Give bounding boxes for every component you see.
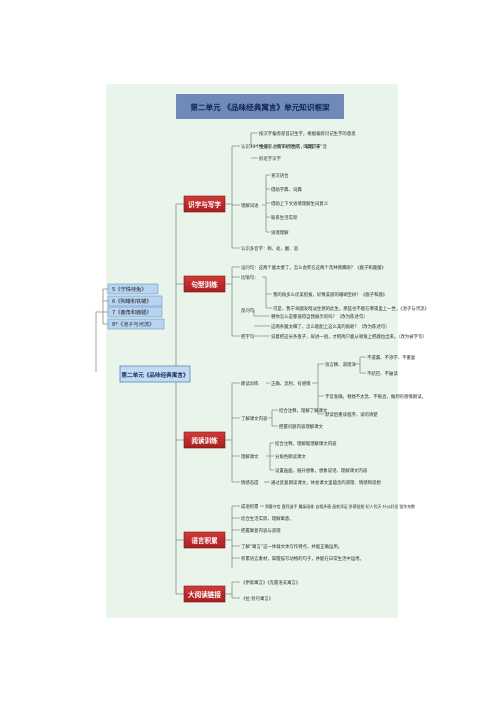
leaf-text: 联系生活实际 [271,214,298,221]
literacy-branch [225,145,240,249]
leaf-text: 把字句 [241,333,255,340]
leaf-text: 结合注释，理解能理解课文内容 [275,440,337,447]
leaf-text: 设置画面，展开想象，想象说话，理解课文内容 [275,467,368,474]
leaf-text: 郑重守信 鹿死谁手 雕梁画栋 自相矛盾 画蛇添足 卧薪尝胆 杞人忧天 叶公好龙 … [265,504,415,509]
map-background [106,84,398,618]
lesson-item: 7《鹿角和鹿腿》 [112,308,152,316]
center-node [119,365,191,383]
page-title: 第二单元 《品味经典寓言》单元知识框架 [190,102,330,112]
leaf-text: 《拉·封丹寓言》 [241,595,273,602]
sentence-branch [225,266,240,337]
center-connector [95,311,103,372]
extended-reading-branch [225,581,240,599]
leaf-text: 把握问题内容理解课文 [279,423,324,430]
leaf-text: 通过反复朗读课文，体会课文里蕴含的道理、情感和思想 [271,479,381,486]
leaf-text: 字音准确，顿挫不太急，不拖沓，做到有感情朗读。 [325,393,426,400]
section-headers: 识字与写字 句型训练 阅读训练 语言积累 大阅读链接 [183,195,226,603]
lesson-list: 5《守株待兔》 6《陶罐和铁罐》 7《鹿角和鹿腿》 8*《池子与河流》 [107,283,165,330]
section-label: 句型训练 [191,280,218,289]
leaf-text: 《伊索寓言》《克雷洛夫寓言》 [241,579,300,586]
leaf-text: 不遗漏、不添字、不重复 [367,354,416,361]
section-label: 大阅读链接 [188,590,221,599]
leaf-text: 设问句：这两个鹿太傻了，怎么会死在这两个荒林侧鹰呢？《鹿子和鹿腿》 [241,264,386,271]
leaf-text: 理解课文 [241,453,259,460]
leaf-text: 正确、流利、有感情 [271,380,311,387]
leaf-text: 借助上下文语境理解生词意义 [271,200,329,207]
section-label: 语言积累 [191,536,218,545]
leaf-text: 我的角多么优美挺拔，好像美丽的珊瑚宝树！《鹿子和鹿》 [273,291,387,298]
leaf-texts: 认识33个生字，会写33个生字，掌握“末”音 按汉字偏旁部首记生字，根据偏旁识记… [241,130,429,602]
leaf-text: 认识多音字：称、处、翻、恶 [241,245,299,252]
leaf-text: 借助字典、词典 [271,186,302,193]
connector-lines [95,132,366,599]
leaf-text: 了解课文内容 [241,415,268,422]
leaf-text: 结合生活实际，理解寓意。 [241,515,294,522]
leaf-text: 这两条腿太细了，怎么能配上这么美的角呢？（改为陈述句） [271,323,390,330]
leaf-text: 认识33个生字，会写33个生字，掌握“末”音 [241,143,328,150]
leaf-text: 了解“寓言”这一体裁文体写作特点，并能正确运用。 [241,543,342,550]
leaf-text: 理解词语 [241,202,259,209]
leaf-text: 把握寓意内容与道理 [241,527,281,534]
reading-branch [225,382,240,483]
leaf-text: 形近字识字 [259,155,282,162]
lesson-item: 5《守株待兔》 [112,285,146,293]
title-banner [176,94,344,119]
leaf-text: 语境理解 [271,229,289,236]
leaf-text: 积累语言素材，掌握描写动物的句子，并能在日常生活中运用。 [241,555,364,562]
leaf-text: 不结巴、不破读 [367,370,398,377]
leaf-text: 查汉语合 [271,172,289,179]
language-branch [225,505,240,568]
lesson-item: 8*《池子与河流》 [112,320,154,328]
leaf-text: 分角色朗读课文 [275,453,306,460]
leaf-text: 换偏旁、换字组新词，归类识字 [259,143,321,150]
leaf-text: 成语积累 [241,503,259,510]
leaf-text: 按汉字偏旁部首记生字，根据偏旁识记生字的意思 [259,130,356,137]
section-label: 识字与写字 [188,200,221,209]
leaf-text: 哪你怎么是都值得自我展示的吗？（改为陈述句） [271,313,368,320]
leaf-text: 说着把这长条盘子，尿进一组，才把两只鹿从顿角上把鹿拉出来。（改为被字句） [271,333,427,340]
center-node-label: 第二单元《品味经典寓言》 [120,371,188,379]
lesson-bracket [102,288,108,325]
lesson-item: 6《陶罐和铁罐》 [112,297,152,305]
leaf-text: 语言精、道理深 [325,361,356,368]
leaf-text: 可是，我宁肯腿发暗淡生锈的此生，那些也不能在寒夜里上一世。《池子与河流》 [273,305,429,312]
leaf-text: 比喻句： [241,274,259,281]
leaf-text: 朗读训练 [241,380,259,387]
leaf-text: 结合注释，理解了解课文 [279,407,328,414]
leaf-text: 反问句 [241,307,255,314]
leaf-text: 默读后重读程序，读的清楚 [325,411,378,418]
leaf-text: 情感态度 [241,479,259,486]
section-label: 阅读训练 [191,436,218,445]
